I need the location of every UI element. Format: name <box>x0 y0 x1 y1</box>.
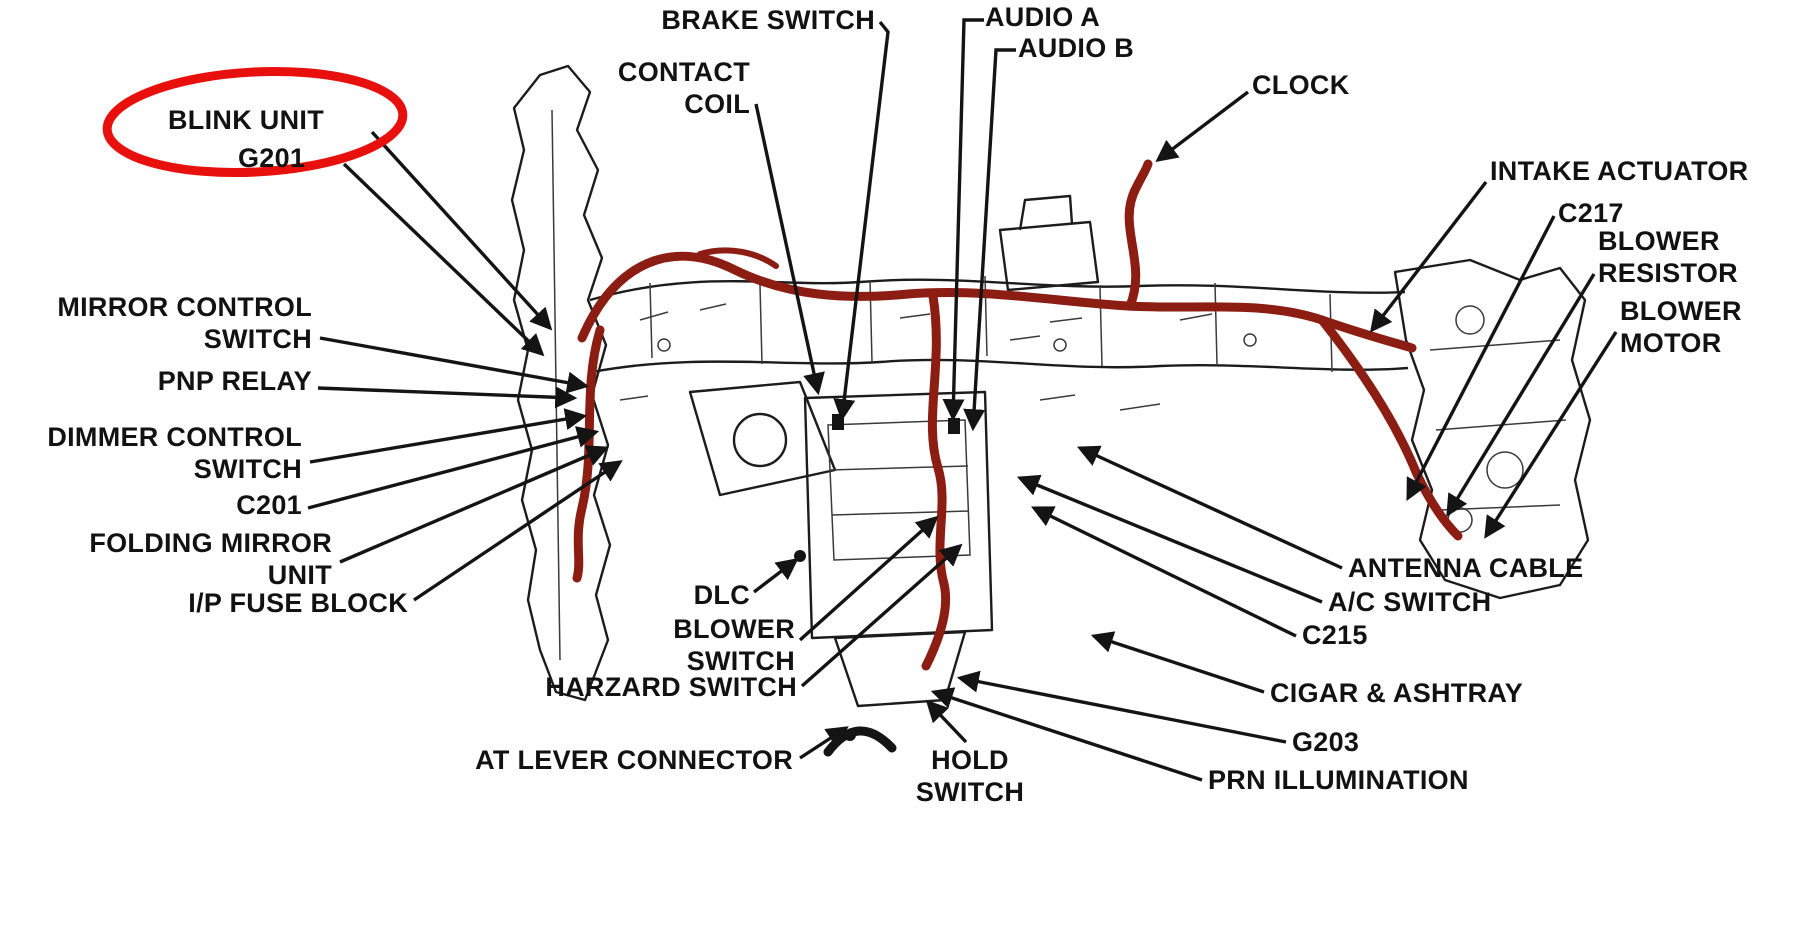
label-folding-mirror-unit: FOLDING MIRROR UNIT <box>89 528 332 590</box>
label-pnp-relay: PNP RELAY <box>157 366 312 396</box>
leader-ip-fuse-block <box>413 460 623 602</box>
leader-audio-b <box>963 48 1016 432</box>
leader-ac-switch <box>1016 474 1323 604</box>
label-brake-switch: BRAKE SWITCH <box>661 5 875 35</box>
label-c217: C217 <box>1558 198 1624 228</box>
label-intake-actuator: INTAKE ACTUATOR <box>1490 156 1749 186</box>
leader-dlc <box>752 557 799 594</box>
label-antenna-cable: ANTENNA CABLE <box>1348 553 1584 583</box>
label-c201: C201 <box>236 490 302 520</box>
leader-intake-actuator <box>1369 180 1488 333</box>
leader-harzard-switch <box>800 543 963 688</box>
harness-left-drop <box>572 325 605 583</box>
leader-prn-illumination <box>930 687 1203 782</box>
leader-g201 <box>342 162 545 357</box>
label-ip-fuse-block: I/P FUSE BLOCK <box>188 588 408 618</box>
label-at-lever-connector: AT LEVER CONNECTOR <box>475 745 793 775</box>
leader-pnp-relay <box>317 386 578 409</box>
leader-contact-coil <box>754 103 825 396</box>
harness-clock-branch <box>1124 159 1153 311</box>
leader-folding-mirror-unit <box>339 445 610 564</box>
cross-beam-bottom <box>591 358 1409 374</box>
leader-mirror-control-switch <box>319 336 590 394</box>
leader-blower-switch <box>798 515 939 642</box>
harness-main-run <box>577 251 1417 353</box>
harness-left-spur <box>697 247 779 269</box>
leader-c201 <box>307 426 600 510</box>
leader-cigar-ashtray <box>1090 631 1265 694</box>
label-harzard-switch: HARZARD SWITCH <box>545 672 797 702</box>
leader-dimmer-control-switch <box>309 408 588 464</box>
label-dimmer-control-switch: DIMMER CONTROL SWITCH <box>47 422 302 484</box>
leader-blower-resistor <box>1446 273 1596 517</box>
label-cigar-ashtray: CIGAR & ASHTRAY <box>1270 678 1524 708</box>
dashboard-sketch <box>510 64 1592 757</box>
label-contact-coil: CONTACT COIL <box>617 57 750 119</box>
right-hvac-structure <box>1393 258 1592 600</box>
leader-c215 <box>1031 506 1297 638</box>
leader-antenna-cable <box>1076 445 1343 570</box>
label-blink-unit: BLINK UNIT <box>168 105 324 135</box>
wiring-harness <box>572 159 1463 671</box>
label-prn-illumination: PRN ILLUMINATION <box>1208 765 1469 795</box>
leader-clock <box>1155 90 1250 162</box>
label-g201: G201 <box>238 143 306 173</box>
label-clock: CLOCK <box>1252 70 1350 100</box>
leader-hold-switch <box>925 699 968 744</box>
label-blower-motor: BLOWER MOTOR <box>1620 296 1742 358</box>
left-pillar-inner-line <box>551 109 561 661</box>
highlight-ellipse <box>102 66 408 178</box>
leader-blink-unit <box>370 130 553 331</box>
label-g203: G203 <box>1292 727 1360 757</box>
label-c215: C215 <box>1302 620 1368 650</box>
column-ring <box>732 412 788 468</box>
misc-scribbles <box>619 303 1257 411</box>
leader-lines <box>307 18 1618 782</box>
label-hold-switch: HOLD SWITCH <box>915 745 1025 807</box>
center-stack-inner <box>827 419 971 561</box>
label-ac-switch: A/C SWITCH <box>1328 587 1492 617</box>
top-center-bracket <box>998 194 1100 292</box>
leader-at-lever-connector <box>799 726 849 760</box>
label-audio-b: AUDIO B <box>1018 33 1135 63</box>
leader-g203 <box>956 670 1287 744</box>
steering-column <box>688 380 837 497</box>
leader-c217 <box>1406 215 1556 501</box>
center-stack <box>803 390 994 640</box>
leader-blower-motor <box>1484 331 1618 539</box>
label-blower-resistor: BLOWER RESISTOR <box>1598 226 1738 288</box>
leader-brake-switch <box>833 20 890 422</box>
label-audio-a: AUDIO A <box>985 2 1101 32</box>
label-blower-switch: BLOWER SWITCH <box>673 614 795 676</box>
label-dlc: DLC <box>693 580 750 610</box>
cross-beam-top <box>589 278 1406 302</box>
harness-right-drop <box>1317 315 1463 541</box>
harness-center-drop <box>921 291 951 671</box>
label-mirror-control-switch: MIRROR CONTROL SWITCH <box>57 292 312 354</box>
leader-audio-a <box>942 18 984 422</box>
